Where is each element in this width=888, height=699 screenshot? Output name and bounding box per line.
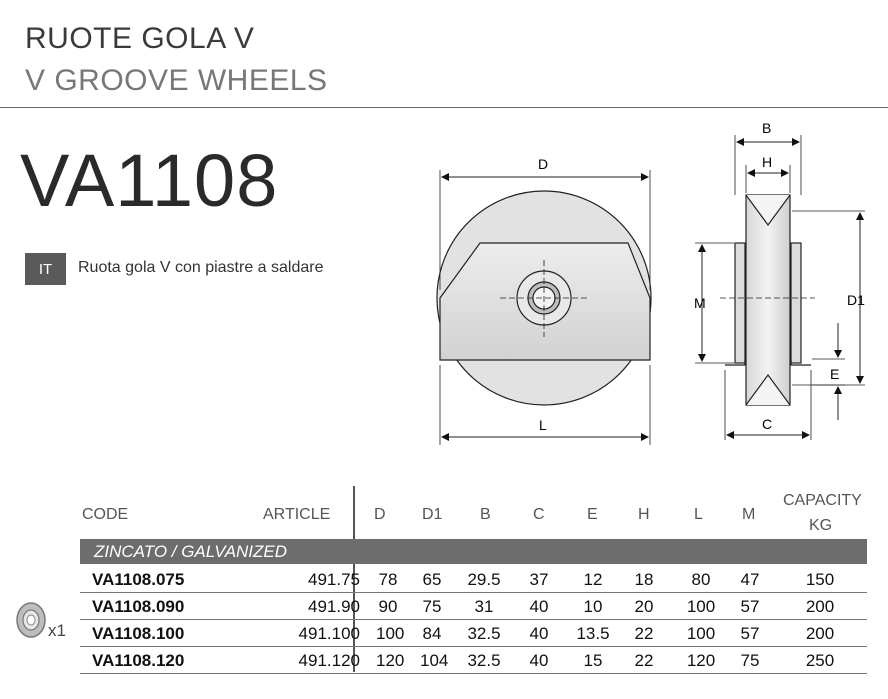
row-h: 18 — [634, 570, 654, 589]
dim-label-b: B — [762, 120, 771, 136]
dim-label-d: D — [538, 156, 548, 172]
row-b: 32.5 — [467, 651, 501, 670]
table-row: VA1108.100 491.100 100 84 32.5 40 13.5 22 100 57 2… — [80, 620, 867, 647]
row-l: 100 — [686, 624, 716, 643]
row-h: 22 — [634, 624, 654, 643]
dim-label-m: M — [694, 295, 706, 311]
table-header: CODE ARTICLE D D1 B C E H L M CAPACITY K… — [80, 482, 867, 538]
row-l: 100 — [686, 597, 716, 616]
row-m: 47 — [740, 570, 760, 589]
dim-label-d1: D1 — [847, 292, 865, 308]
wheel-icon — [16, 602, 46, 638]
col-capacity: CAPACITY — [783, 492, 862, 509]
col-d: D — [374, 506, 386, 523]
package-quantity: x1 — [48, 621, 66, 640]
product-description: Ruota gola V con piastre a saldare — [78, 259, 324, 276]
col-m: M — [742, 506, 756, 523]
row-m: 57 — [740, 597, 760, 616]
col-b: B — [480, 506, 491, 523]
row-e: 10 — [583, 597, 603, 616]
row-l: 80 — [691, 570, 711, 589]
row-d: 90 — [378, 597, 398, 616]
col-capacity-unit: KG — [809, 517, 833, 534]
row-b: 31 — [474, 597, 494, 616]
table-row: VA1108.120 491.120 120 104 32.5 40 15 22 120 75 25… — [80, 647, 867, 674]
row-d1: 104 — [420, 651, 449, 670]
header-divider — [0, 107, 888, 108]
row-h: 22 — [634, 651, 654, 670]
row-c: 40 — [529, 651, 549, 670]
row-code: VA1108.100 — [92, 624, 185, 643]
front-view — [436, 170, 652, 445]
row-d: 100 — [376, 624, 405, 643]
col-code: CODE — [82, 506, 129, 523]
row-cap: 200 — [805, 624, 835, 643]
row-article: 491.120 — [298, 651, 360, 670]
row-m: 57 — [740, 624, 760, 643]
row-code: VA1108.090 — [92, 597, 185, 616]
col-c: C — [533, 506, 545, 523]
row-c: 37 — [529, 570, 549, 589]
dim-label-c: C — [762, 416, 772, 432]
col-d1: D1 — [422, 506, 443, 523]
row-article: 491.90 — [308, 597, 360, 616]
row-e: 13.5 — [576, 624, 610, 643]
dim-label-e: E — [830, 366, 839, 382]
row-d: 78 — [378, 570, 398, 589]
col-e: E — [587, 506, 598, 523]
table-row: VA1108.090 491.90 90 75 31 40 10 20 100 57 200 — [80, 593, 867, 620]
row-d1: 65 — [422, 570, 442, 589]
row-code: VA1108.075 — [92, 570, 185, 589]
row-h: 20 — [634, 597, 654, 616]
row-c: 40 — [529, 597, 549, 616]
model-number: VA1108 — [20, 139, 279, 222]
row-d1: 84 — [422, 624, 442, 643]
dim-label-h: H — [762, 154, 772, 170]
col-h: H — [638, 506, 650, 523]
title-english: V GROOVE WHEELS — [25, 64, 328, 97]
group-band: ZINCATO / GALVANIZED — [80, 539, 867, 564]
col-article: ARTICLE — [263, 506, 331, 523]
row-m: 75 — [740, 651, 760, 670]
title-italian: RUOTE GOLA V — [25, 22, 255, 55]
row-b: 29.5 — [467, 570, 501, 589]
row-l: 120 — [686, 651, 716, 670]
side-view — [695, 135, 865, 440]
col-l: L — [694, 506, 703, 523]
row-code: VA1108.120 — [92, 651, 185, 670]
row-c: 40 — [529, 624, 549, 643]
row-e: 15 — [583, 651, 603, 670]
row-b: 32.5 — [467, 624, 501, 643]
row-d1: 75 — [422, 597, 442, 616]
row-d: 120 — [376, 651, 405, 670]
row-article: 491.75 — [308, 570, 360, 589]
row-e: 12 — [583, 570, 603, 589]
table-row: VA1108.075 491.75 78 65 29.5 37 12 18 80 47 150 — [80, 566, 867, 593]
dim-label-l: L — [539, 417, 547, 433]
technical-drawing: D L B H M D1 — [436, 120, 865, 445]
row-cap: 150 — [805, 570, 835, 589]
row-cap: 200 — [805, 597, 835, 616]
language-badge: IT — [25, 253, 66, 285]
table-divider — [353, 486, 355, 672]
row-cap: 250 — [805, 651, 835, 670]
row-article: 491.100 — [298, 624, 360, 643]
